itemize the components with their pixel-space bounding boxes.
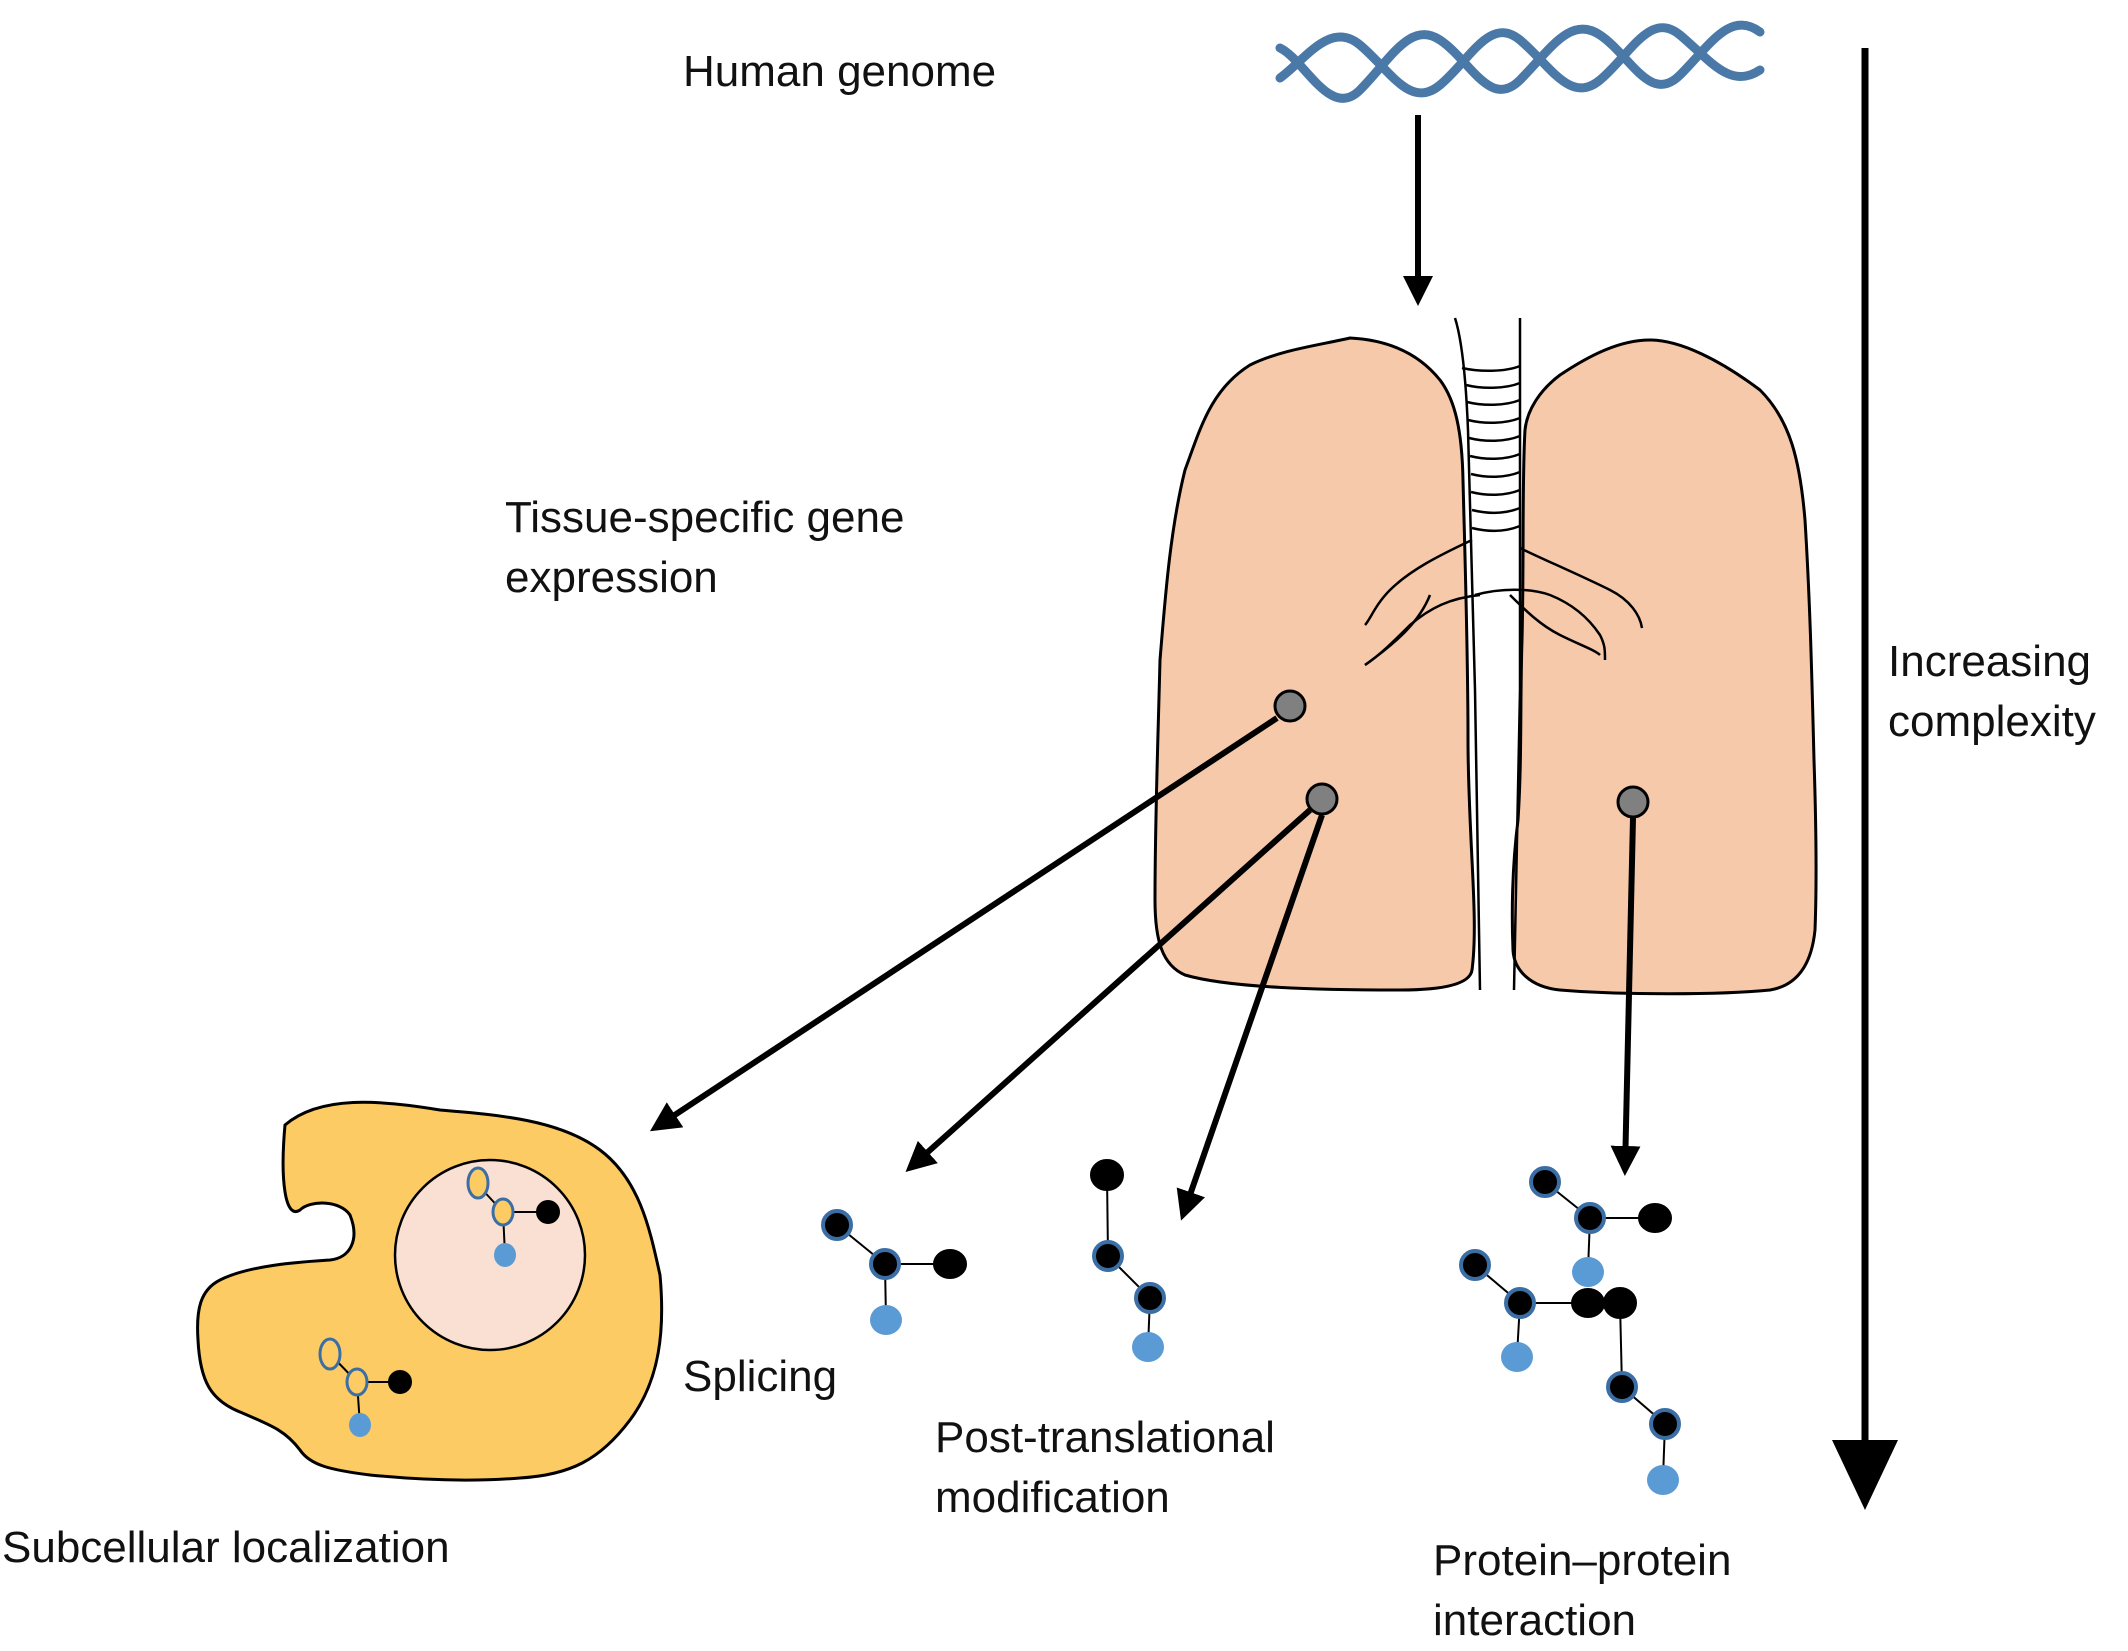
label-human-genome: Human genome bbox=[683, 47, 997, 96]
arrow-to-localization bbox=[649, 715, 1279, 1132]
splicing-protein-icon bbox=[821, 1209, 967, 1335]
label-protein-interaction: Protein–protein interaction bbox=[1433, 1531, 1731, 1651]
arrow-to-splicing bbox=[905, 807, 1313, 1173]
lung-marker-splicing bbox=[1305, 782, 1339, 816]
label-post-translational: Post-translational modification bbox=[935, 1408, 1275, 1528]
cell-illustration bbox=[196, 1100, 664, 1482]
lungs-illustration bbox=[1153, 317, 1818, 996]
left-lung bbox=[1153, 336, 1476, 992]
cytoplasm-protein-icon bbox=[318, 1337, 412, 1437]
label-increasing-complexity-line1: Increasing bbox=[1888, 637, 2092, 686]
ptm-protein-icon bbox=[1090, 1159, 1166, 1362]
label-tissue-expression-line1: Tissue-specific gene bbox=[505, 493, 905, 542]
label-increasing-complexity-line2: complexity bbox=[1888, 697, 2096, 746]
label-post-translational-line1: Post-translational bbox=[935, 1413, 1275, 1462]
arrow-to-post-translational bbox=[1176, 814, 1325, 1221]
nucleus-protein-icon bbox=[466, 1166, 560, 1267]
label-subcellular-localization: Subcellular localization bbox=[2, 1523, 450, 1572]
right-lung bbox=[1510, 338, 1818, 996]
lung-marker-localization bbox=[1273, 689, 1307, 723]
lung-marker-interaction bbox=[1616, 785, 1650, 819]
label-splicing: Splicing bbox=[683, 1352, 838, 1401]
label-tissue-expression-line2: expression bbox=[505, 553, 718, 602]
bronchi bbox=[1364, 538, 1644, 667]
nucleus bbox=[393, 1158, 587, 1352]
label-protein-interaction-line1: Protein–protein bbox=[1433, 1536, 1732, 1585]
label-post-translational-line2: modification bbox=[935, 1473, 1170, 1522]
lung-arrows bbox=[649, 715, 1641, 1221]
complexity-arrow bbox=[1832, 48, 1898, 1510]
trachea bbox=[1453, 317, 1522, 991]
label-increasing-complexity: Increasing complexity bbox=[1888, 632, 2096, 752]
arrow-to-interaction bbox=[1610, 817, 1641, 1176]
dna-helix-icon bbox=[1275, 20, 1765, 103]
ppi-protein-complex-icon bbox=[1459, 1166, 1681, 1495]
label-tissue-expression: Tissue-specific gene expression bbox=[505, 488, 904, 608]
label-protein-interaction-line2: interaction bbox=[1433, 1596, 1637, 1645]
